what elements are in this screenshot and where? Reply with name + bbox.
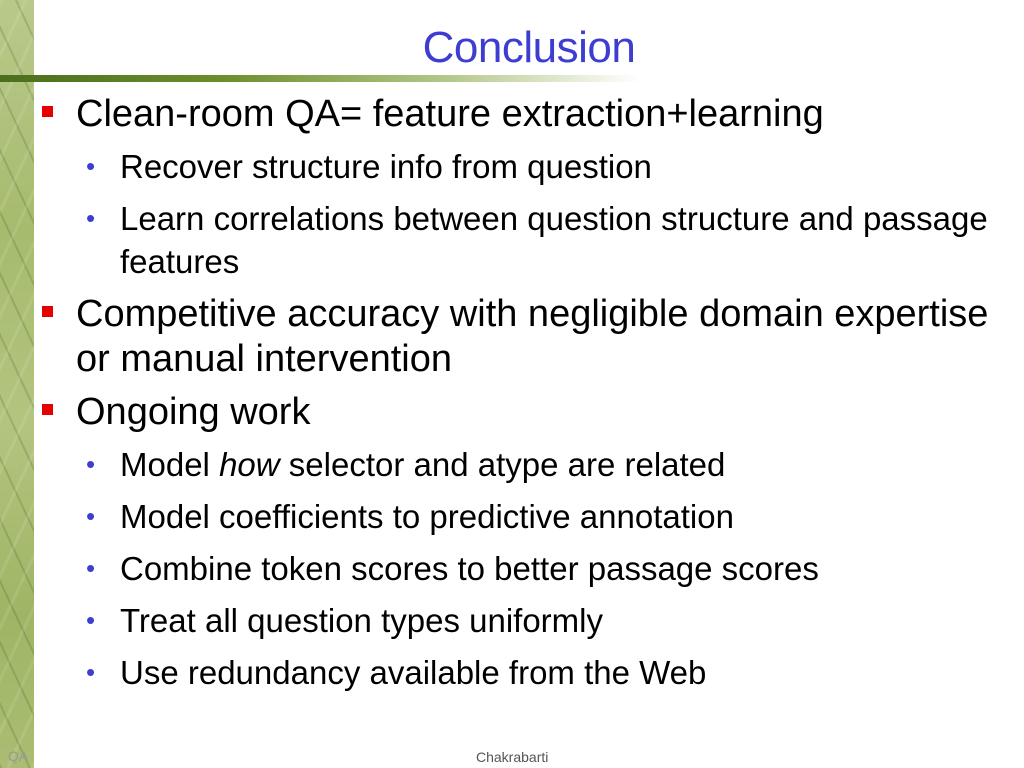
- sub-bullet-text-post: selector and atype are related: [279, 446, 726, 483]
- red-square-bullet-icon: [42, 306, 53, 317]
- footer-author: Chakrabarti: [476, 749, 549, 765]
- sub-bullet-text: Learn correlations between question stru…: [120, 200, 988, 280]
- sub-bullet-recover-structure: • Recover structure info from question: [40, 145, 1000, 188]
- sub-bullet-combine-token-scores: • Combine token scores to better passage…: [40, 547, 1000, 590]
- sub-bullet-model-coefficients: • Model coefficients to predictive annot…: [40, 495, 1000, 538]
- bullet-text: Ongoing work: [76, 391, 311, 433]
- blue-dot-bullet-icon: •: [86, 657, 96, 687]
- footer-left-label: QA: [8, 748, 29, 764]
- sub-bullet-learn-correlations: • Learn correlations between question st…: [40, 197, 1000, 283]
- sub-bullet-text: Model coefficients to predictive annotat…: [120, 498, 734, 535]
- blue-dot-bullet-icon: •: [86, 501, 96, 531]
- blue-dot-bullet-icon: •: [86, 151, 96, 181]
- sub-bullet-text: Recover structure info from question: [120, 148, 652, 185]
- sub-bullet-treat-question-types: • Treat all question types uniformly: [40, 599, 1000, 642]
- blue-dot-bullet-icon: •: [86, 203, 96, 233]
- red-square-bullet-icon: [42, 404, 53, 415]
- sub-bullet-use-redundancy: • Use redundancy available from the Web: [40, 651, 1000, 694]
- blue-dot-bullet-icon: •: [86, 605, 96, 635]
- slide-title: Conclusion: [422, 23, 636, 72]
- blue-dot-bullet-icon: •: [86, 449, 96, 479]
- sub-bullet-text-pre: Model: [120, 446, 220, 483]
- bullet-ongoing-work: Ongoing work: [40, 390, 1000, 435]
- sub-bullet-text: Treat all question types uniformly: [120, 602, 603, 639]
- slide-body: Clean-room QA= feature extraction+learni…: [40, 92, 1000, 703]
- sub-bullet-text-emphasis: how: [219, 446, 280, 483]
- bullet-text: Clean-room QA= feature extraction+learni…: [76, 93, 824, 135]
- title-underline-rule: [0, 75, 640, 82]
- sub-bullet-text: Combine token scores to better passage s…: [120, 550, 819, 587]
- bullet-competitive-accuracy: Competitive accuracy with negligible dom…: [40, 292, 1000, 382]
- bullet-text: Competitive accuracy with negligible dom…: [76, 293, 989, 380]
- sub-bullet-model-how: • Model how selector and atype are relat…: [40, 443, 1000, 486]
- red-square-bullet-icon: [42, 106, 53, 117]
- leaf-border-decoration: [0, 0, 34, 768]
- bullet-clean-room-qa: Clean-room QA= feature extraction+learni…: [40, 92, 1000, 137]
- sub-bullet-text: Use redundancy available from the Web: [120, 654, 707, 691]
- blue-dot-bullet-icon: •: [86, 553, 96, 583]
